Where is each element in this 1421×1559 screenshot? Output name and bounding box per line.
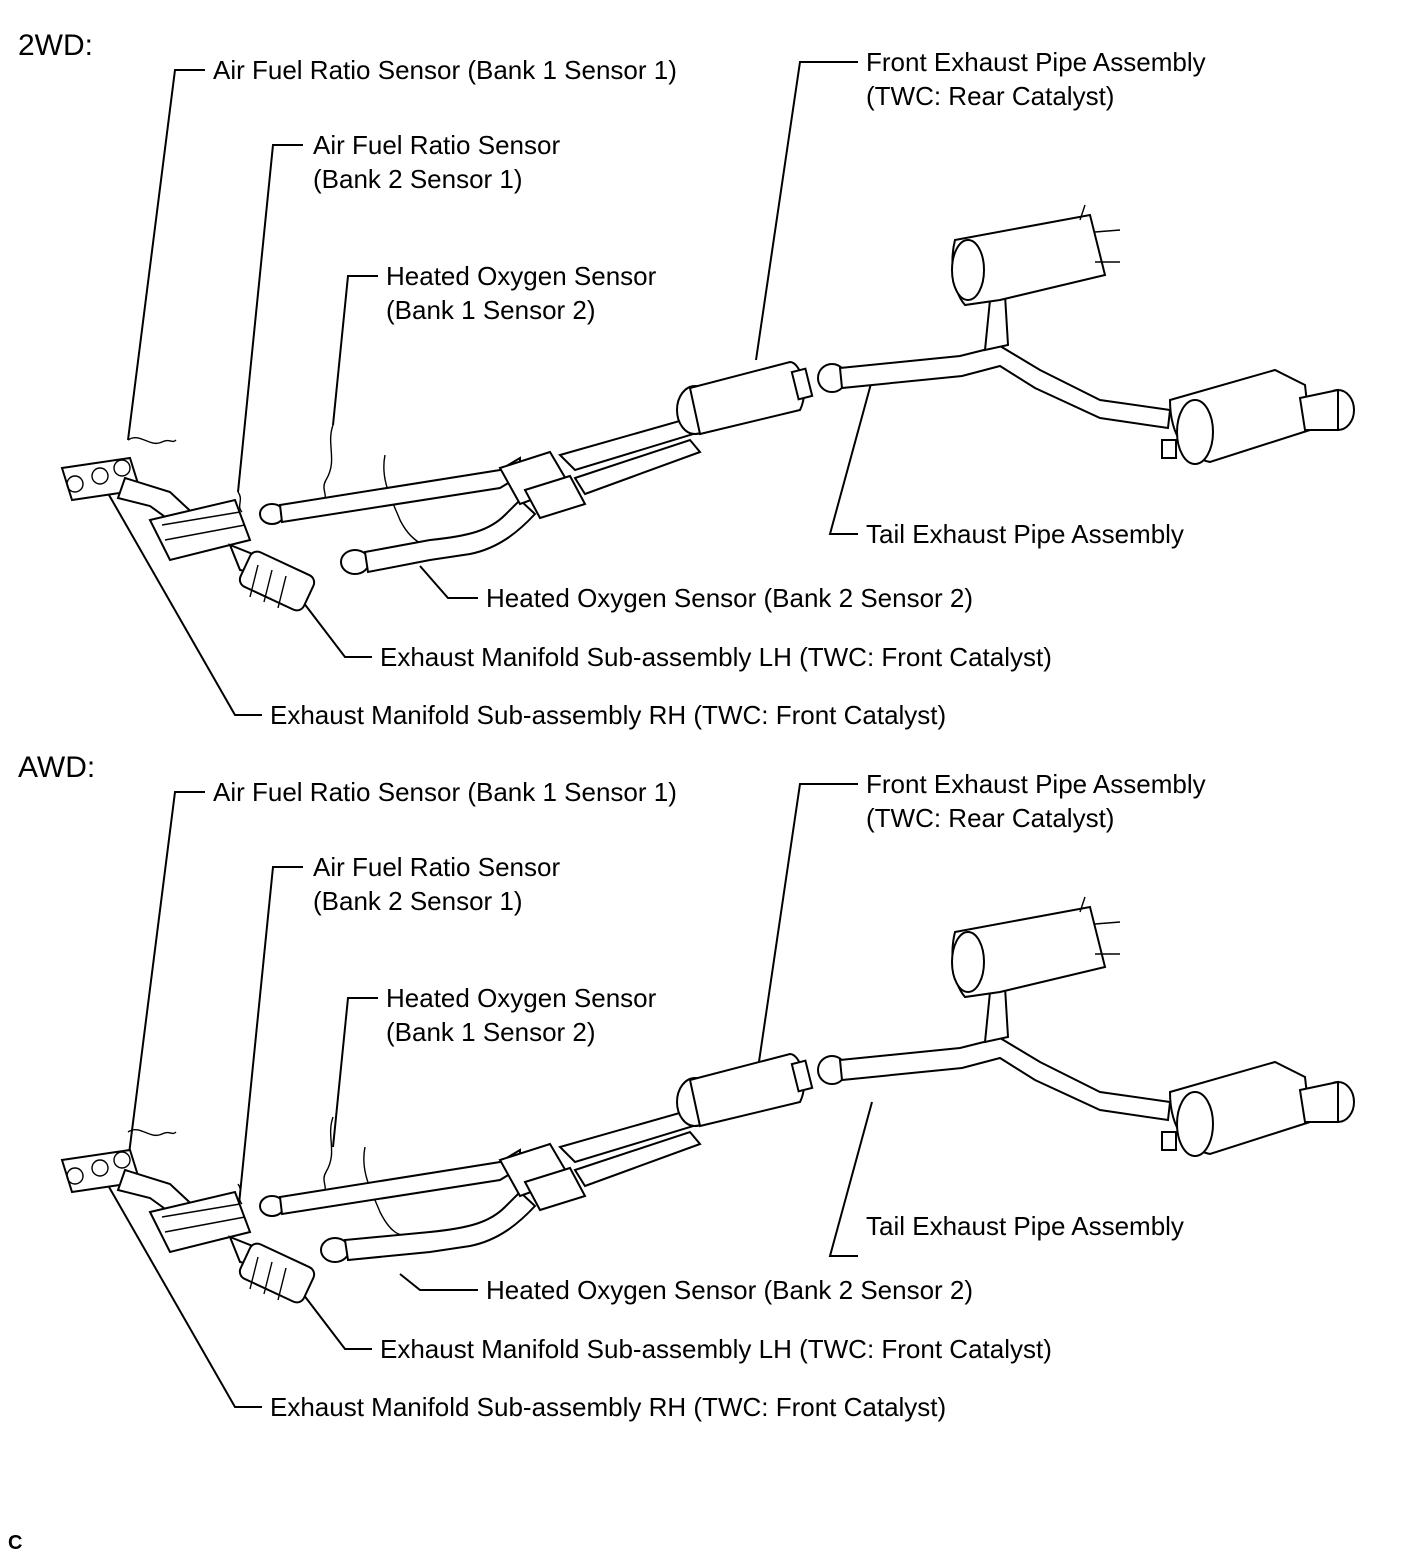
label-af-sensor-bank1-sensor1: Air Fuel Ratio Sensor (Bank 1 Sensor 1) — [213, 55, 677, 85]
tail-exhaust-pipe — [817, 896, 1355, 1157]
label-tail-pipe: Tail Exhaust Pipe Assembly — [866, 1211, 1184, 1241]
leader-lines — [104, 783, 873, 1408]
front-exhaust-pipe — [259, 1052, 814, 1263]
label-front-pipe-line1: Front Exhaust Pipe Assembly — [866, 47, 1206, 77]
exhaust-manifold-lh — [148, 1190, 316, 1304]
front-exhaust-pipe — [259, 360, 814, 575]
label-front-pipe-line2: (TWC: Rear Catalyst) — [866, 803, 1115, 833]
label-ho-sensor-bank2-sensor2: Heated Oxygen Sensor (Bank 2 Sensor 2) — [486, 1275, 974, 1305]
panel-title: 2WD: — [18, 29, 93, 62]
diagram-panel-awd: AWD: Air Fuel Ratio Sensor (Bank 1 Senso… — [0, 722, 1421, 1462]
label-af-sensor-bank2-line1: Air Fuel Ratio Sensor — [313, 130, 561, 160]
leader-lines — [104, 61, 873, 716]
label-front-pipe-line1: Front Exhaust Pipe Assembly — [866, 769, 1206, 799]
label-manifold-lh: Exhaust Manifold Sub-assembly LH (TWC: F… — [380, 1334, 1052, 1364]
label-af-sensor-bank2-line2: (Bank 2 Sensor 1) — [313, 886, 523, 916]
tail-exhaust-pipe — [817, 204, 1355, 465]
label-ho-sensor-bank1-line2: (Bank 1 Sensor 2) — [386, 1017, 596, 1047]
exhaust-system-drawing-2wd — [60, 61, 1355, 716]
figure-code: C — [8, 1532, 23, 1554]
label-ho-sensor-bank1-line1: Heated Oxygen Sensor — [386, 261, 657, 291]
label-af-sensor-bank1-sensor1: Air Fuel Ratio Sensor (Bank 1 Sensor 1) — [213, 777, 677, 807]
label-af-sensor-bank2-line1: Air Fuel Ratio Sensor — [313, 852, 561, 882]
exhaust-manifold-lh — [148, 498, 316, 612]
label-ho-sensor-bank1-line2: (Bank 1 Sensor 2) — [386, 295, 596, 325]
label-manifold-rh: Exhaust Manifold Sub-assembly RH (TWC: F… — [270, 1392, 947, 1422]
diagram-panel-2wd: 2WD: Air Fuel Ratio Sensor (Bank 1 Senso… — [0, 0, 1421, 740]
panel-title: AWD: — [18, 751, 96, 784]
label-ho-sensor-bank2-sensor2: Heated Oxygen Sensor (Bank 2 Sensor 2) — [486, 583, 974, 613]
label-ho-sensor-bank1-line1: Heated Oxygen Sensor — [386, 983, 657, 1013]
label-front-pipe-line2: (TWC: Rear Catalyst) — [866, 81, 1115, 111]
label-af-sensor-bank2-line2: (Bank 2 Sensor 1) — [313, 164, 523, 194]
exhaust-system-drawing-awd — [60, 783, 1355, 1408]
label-manifold-rh: Exhaust Manifold Sub-assembly RH (TWC: F… — [270, 700, 947, 730]
label-tail-pipe: Tail Exhaust Pipe Assembly — [866, 519, 1184, 549]
label-manifold-lh: Exhaust Manifold Sub-assembly LH (TWC: F… — [380, 642, 1052, 672]
